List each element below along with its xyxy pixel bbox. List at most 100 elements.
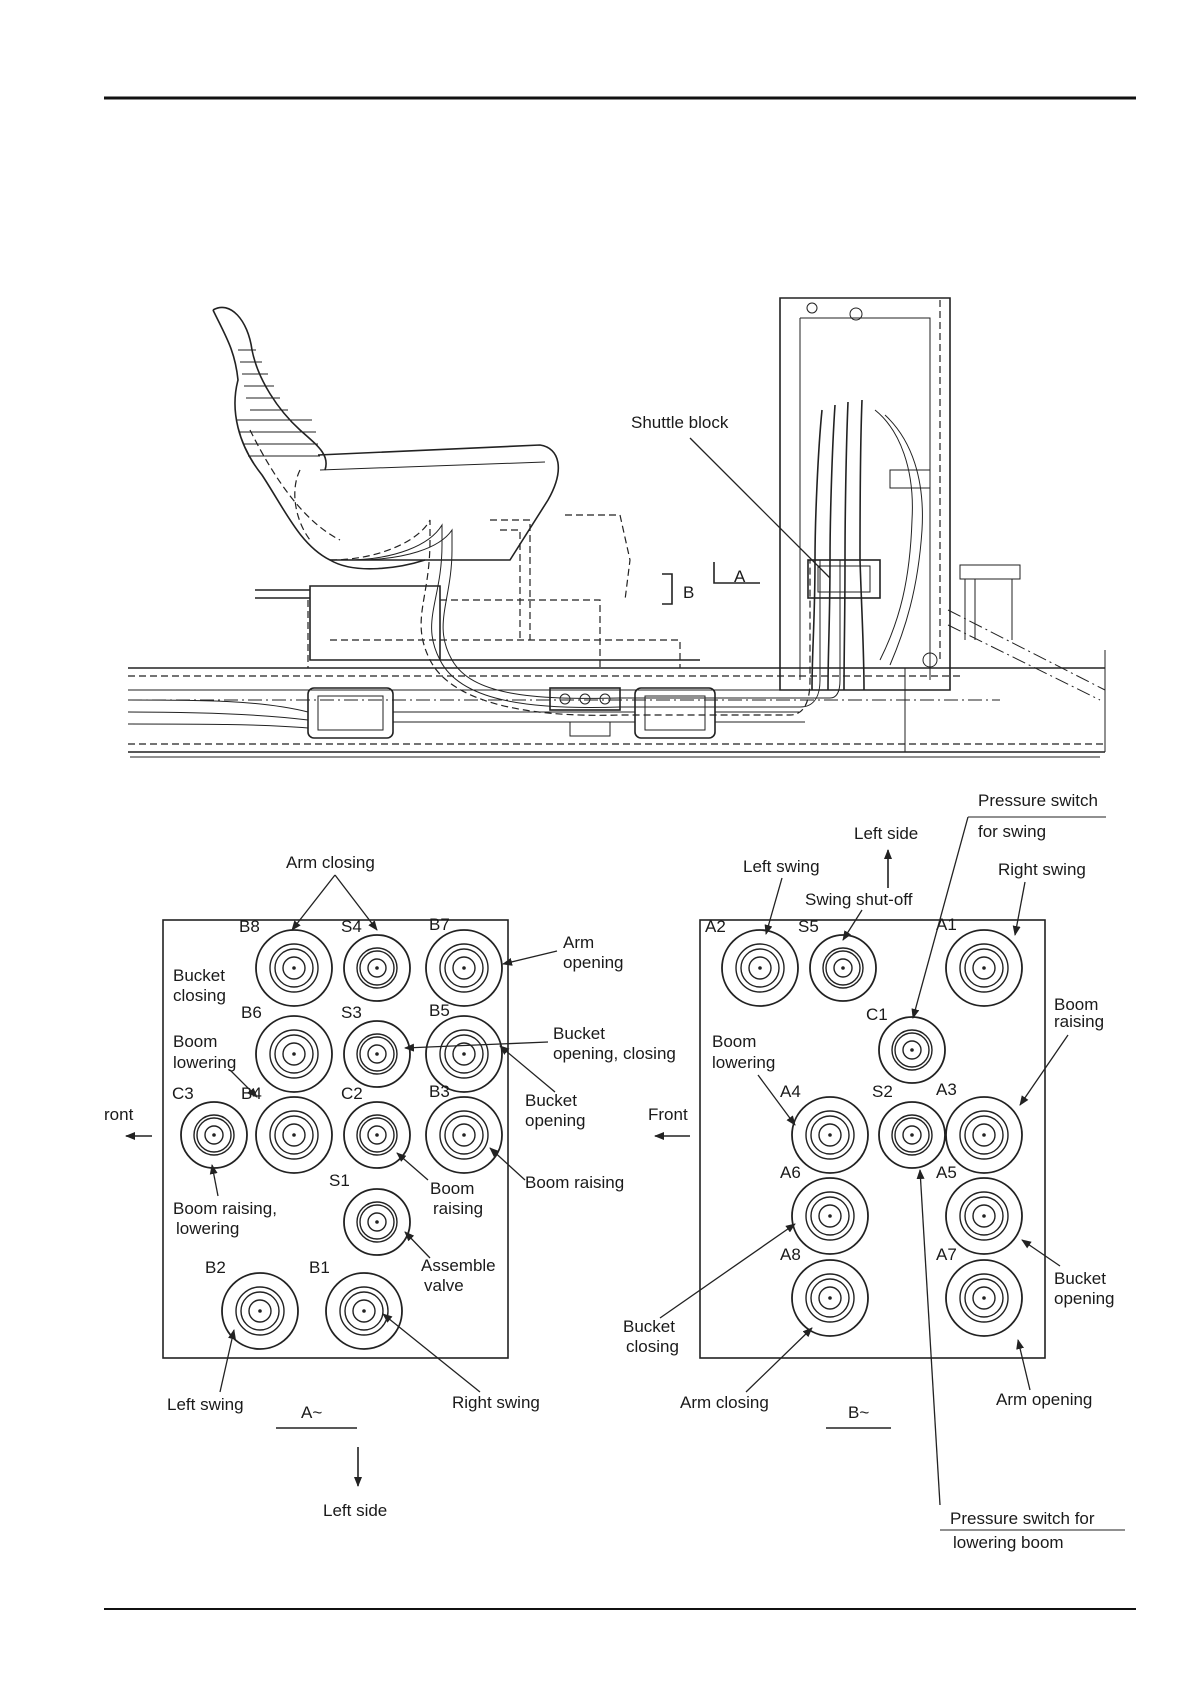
view-b-port-a5: A5 — [936, 1163, 1023, 1255]
port-inner-ring-2 — [344, 1291, 384, 1331]
port-inner-ring-2 — [894, 1032, 930, 1068]
view-a-port-s3: S3 — [341, 1003, 411, 1088]
port-center-dot — [758, 966, 762, 970]
port-center-dot — [292, 966, 296, 970]
port-inner-ring-2 — [359, 1204, 395, 1240]
port-inner-ring — [339, 1286, 389, 1336]
view-a-title: A~ — [301, 1403, 322, 1422]
port-inner-ring-2 — [740, 948, 780, 988]
port-center-dot — [375, 1220, 379, 1224]
view-b-left-side-label: Left side — [854, 824, 918, 843]
port-inner-ring — [356, 1201, 398, 1243]
port-inner-ring — [235, 1286, 285, 1336]
port-inner-ring — [356, 1033, 398, 1075]
view-b-port-label: A3 — [936, 1080, 957, 1099]
view-b-port-a2: A2 — [705, 917, 799, 1007]
port-inner-ring-2 — [964, 948, 1004, 988]
view-a-port-b3: B3 — [425, 1082, 503, 1174]
port-inner-ring — [356, 947, 398, 989]
port-inner-ring — [959, 1110, 1009, 1160]
view-b-callout-bucket-closing-2: closing — [626, 1337, 679, 1356]
port-bore — [452, 956, 476, 980]
port-inner-ring-2 — [964, 1196, 1004, 1236]
view-b-callout-bucket-closing-1: Bucket — [623, 1317, 675, 1336]
port-inner-ring — [959, 943, 1009, 993]
port-inner-ring — [891, 1029, 933, 1071]
view-a-callout-boom-lowering-1: Boom — [173, 1032, 217, 1051]
port-center-dot — [828, 1214, 832, 1218]
shuttle-block-panel — [779, 297, 1106, 701]
view-a-port-b1: B1 — [309, 1258, 403, 1350]
port-center-dot — [910, 1133, 914, 1137]
port-inner-ring-2 — [274, 948, 314, 988]
view-b-callout-bucket-opening-1: Bucket — [1054, 1269, 1106, 1288]
view-b-port-s2: S2 — [872, 1082, 946, 1169]
view-a-port-label: S1 — [329, 1171, 350, 1190]
view-a-callout-bucket-closing-2: closing — [173, 986, 226, 1005]
port-bore — [282, 956, 306, 980]
view-a-port-b6: B6 — [241, 1003, 333, 1093]
port-center-dot — [258, 1309, 262, 1313]
shuttle-block-label: Shuttle block — [631, 413, 729, 432]
port-center-dot — [292, 1052, 296, 1056]
view-a-front-label: ront — [104, 1105, 134, 1124]
view-a-port-label: B5 — [429, 1001, 450, 1020]
port-inner-ring-2 — [825, 950, 861, 986]
port-inner-ring-2 — [444, 1034, 484, 1074]
view-a-callout-arm-closing: Arm closing — [286, 853, 375, 872]
view-b-callout-left-swing: Left swing — [743, 857, 820, 876]
view-a-callout-boom-raise-lower-2: lowering — [176, 1219, 239, 1238]
view-b-callout-boom-raising-2: raising — [1054, 1012, 1104, 1031]
view-a-marker: A — [734, 567, 746, 586]
port-center-dot — [375, 966, 379, 970]
port-bore — [248, 1299, 272, 1323]
view-a-callout-assemble-valve-2: valve — [424, 1276, 464, 1295]
view-a-port-label: B1 — [309, 1258, 330, 1277]
view-b-marker: B — [683, 583, 694, 602]
port-inner-ring — [805, 1191, 855, 1241]
view-b-callout-swing-shutoff: Swing shut-off — [805, 890, 913, 909]
view-b-port-a6: A6 — [780, 1163, 869, 1255]
view-b-callout-boom-lowering-2: lowering — [712, 1053, 775, 1072]
port-inner-ring — [269, 943, 319, 993]
port-bore — [972, 956, 996, 980]
port-inner-ring — [269, 1029, 319, 1079]
view-b-port-label: C1 — [866, 1005, 888, 1024]
hose-clamps — [127, 687, 805, 739]
view-a-port-s1: S1 — [329, 1171, 411, 1256]
port-center-dot — [462, 1052, 466, 1056]
port-inner-ring-2 — [894, 1117, 930, 1153]
port-inner-ring-2 — [274, 1034, 314, 1074]
port-bore — [818, 1123, 842, 1147]
view-b-port-label: A2 — [705, 917, 726, 936]
port-inner-ring-2 — [810, 1115, 850, 1155]
view-b-callout-boom-raising-1: Boom — [1054, 995, 1098, 1014]
port-inner-ring-2 — [810, 1196, 850, 1236]
port-bore — [282, 1042, 306, 1066]
view-a-callout-boom-lowering-2: lowering — [173, 1053, 236, 1072]
view-a-callout-boom-raising-right: Boom raising — [525, 1173, 624, 1192]
view-b-callout-pressure-switch-boom-2: lowering boom — [953, 1533, 1064, 1552]
view-b-port-a1: A1 — [936, 915, 1023, 1007]
view-b-port-a8: A8 — [780, 1245, 869, 1337]
port-bore — [972, 1286, 996, 1310]
view-a-callout-bucket-opening-2: opening — [525, 1111, 586, 1130]
view-a-left-side-label: Left side — [323, 1501, 387, 1520]
port-center-dot — [982, 1296, 986, 1300]
port-bore — [367, 1044, 387, 1064]
port-center-dot — [841, 966, 845, 970]
port-bore — [818, 1204, 842, 1228]
view-a-port-b7: B7 — [425, 915, 503, 1007]
port-bore — [452, 1123, 476, 1147]
view-b-callout-pressure-switch-swing-1: Pressure switch — [978, 791, 1098, 810]
shuttle-block-leader — [689, 437, 831, 579]
port-inner-ring-2 — [196, 1117, 232, 1153]
port-bore — [748, 956, 772, 980]
port-center-dot — [375, 1133, 379, 1137]
view-b-callout-arm-opening: Arm opening — [996, 1390, 1092, 1409]
port-bore — [972, 1123, 996, 1147]
view-a-port-label: S3 — [341, 1003, 362, 1022]
view-a-port-label: C3 — [172, 1084, 194, 1103]
view-b-pressure-switch-boom-leader — [916, 1169, 941, 1506]
